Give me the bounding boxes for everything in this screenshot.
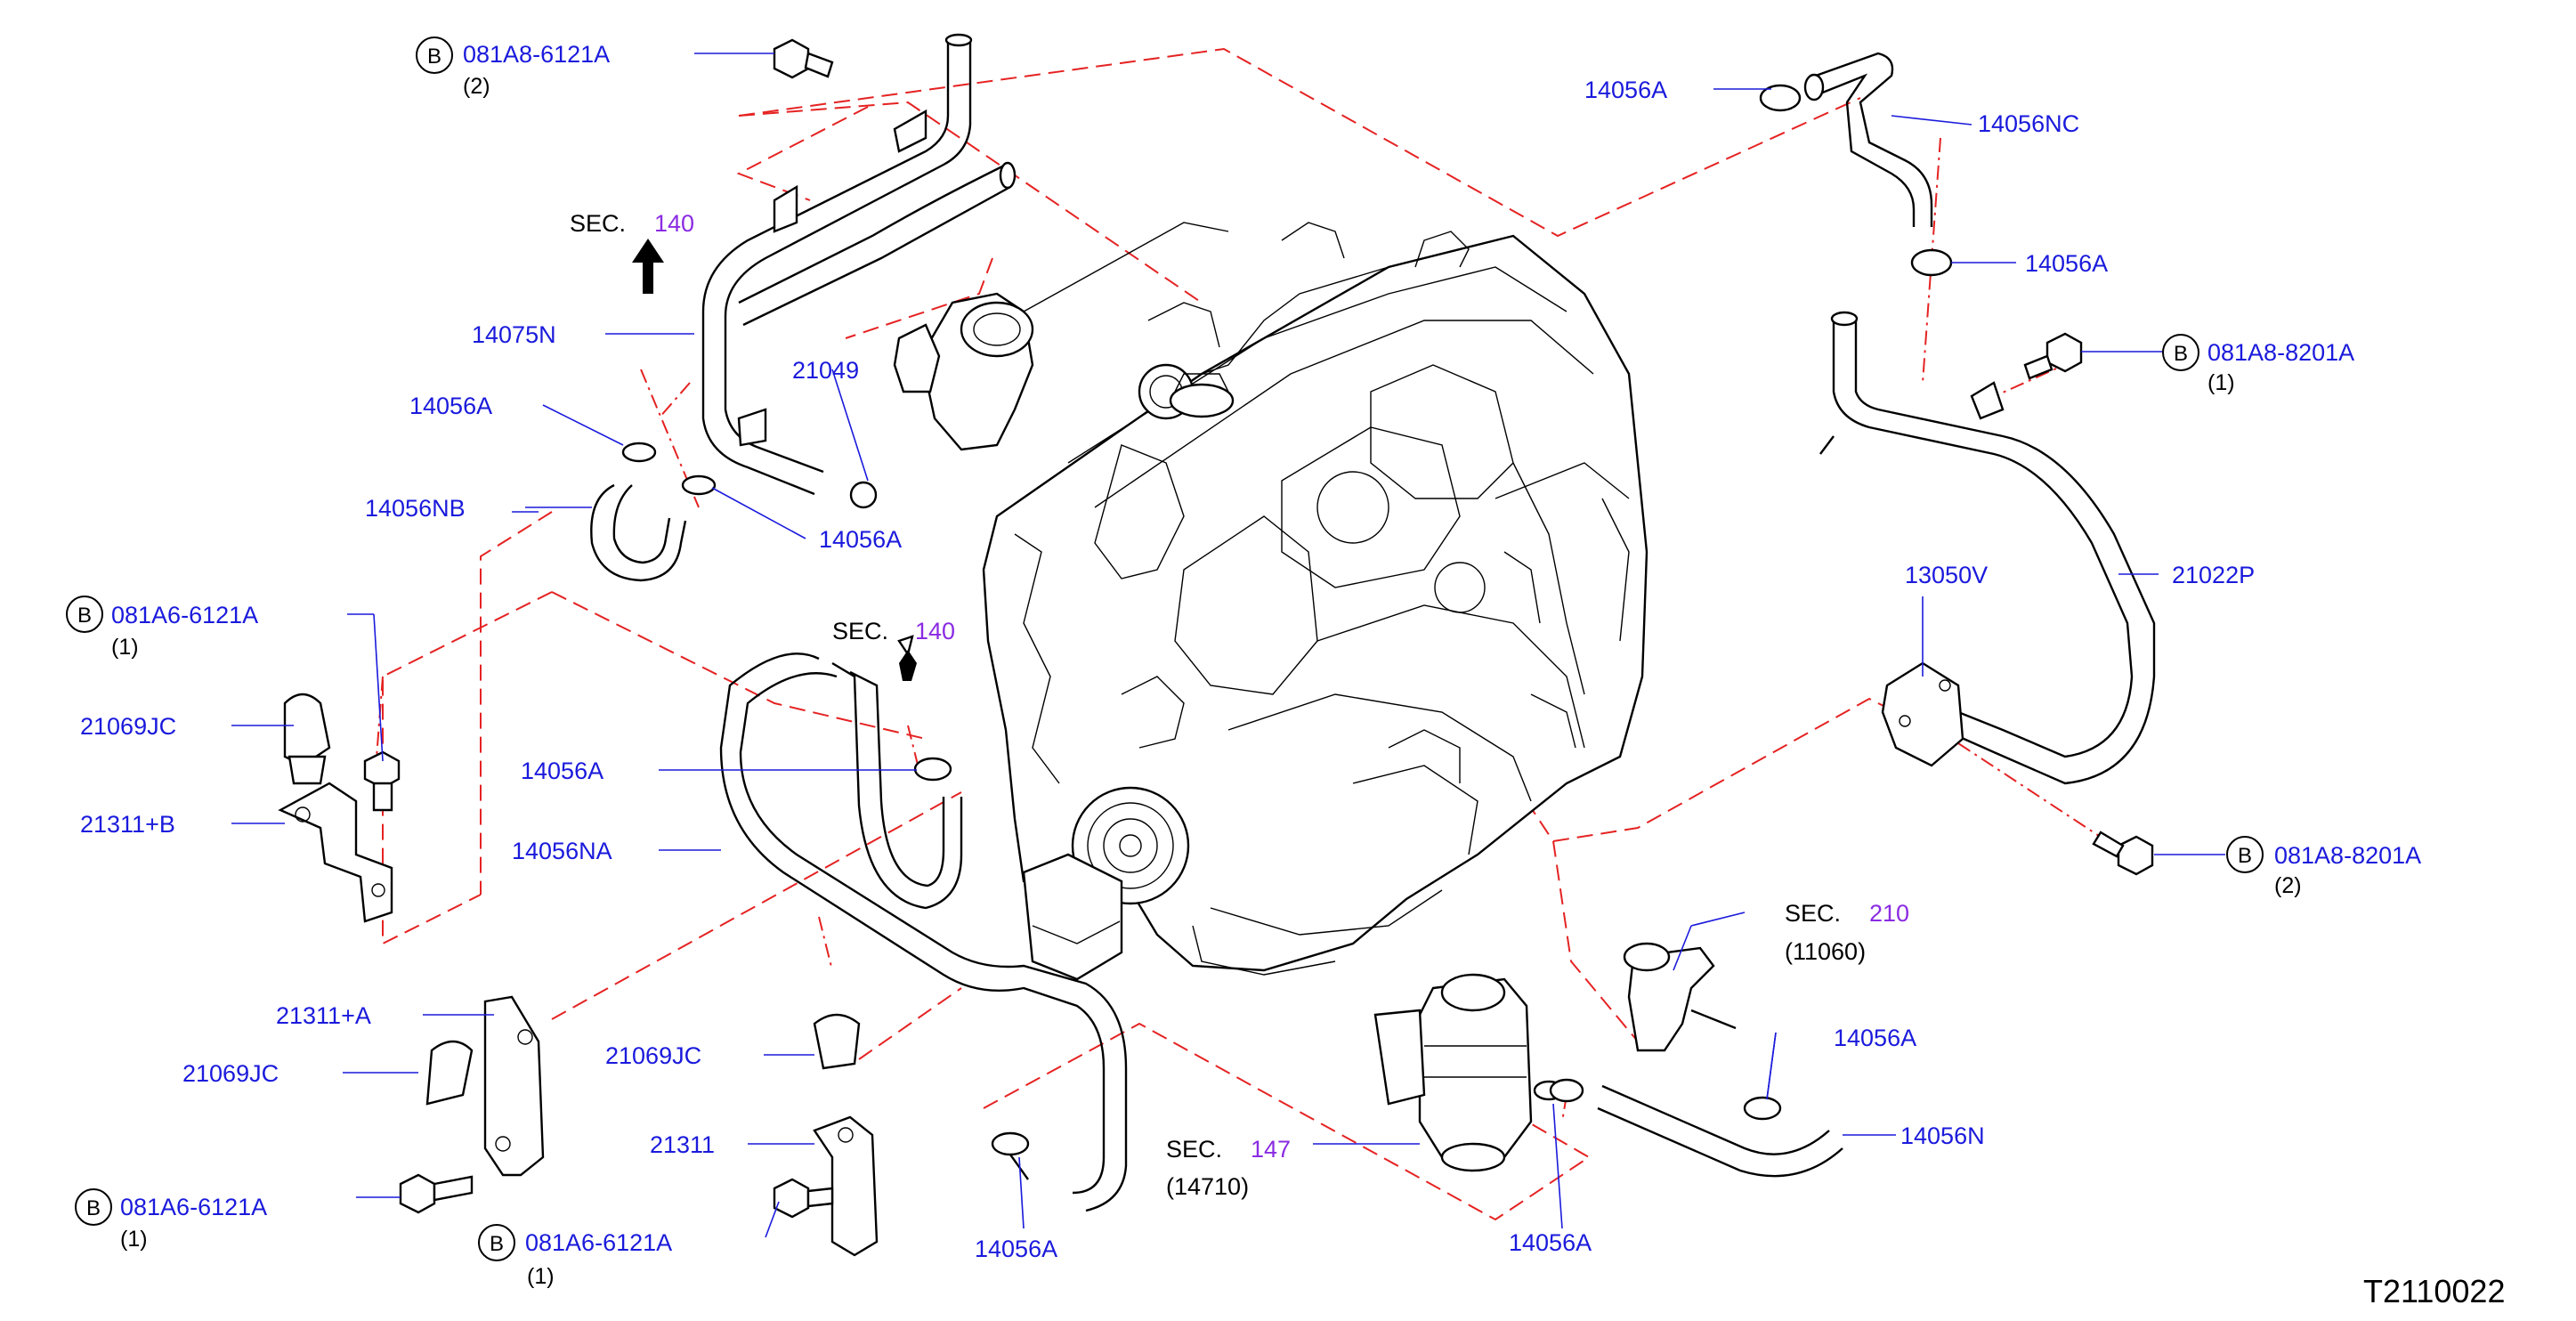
water-pipe-14075N	[701, 33, 1017, 496]
section-subcode: (11060)	[1785, 938, 1866, 965]
part-label: 14056A	[1834, 1025, 1916, 1051]
section-prefix: SEC.	[832, 618, 888, 644]
section-references: SEC. 140 SEC. 140 SEC. 210 (11060) SEC. …	[570, 210, 1909, 1200]
part-label: 21022P	[2172, 562, 2255, 588]
bolt-marker-letter: B	[427, 45, 441, 69]
part-label: 081A8-8201A	[2274, 842, 2421, 869]
part-label: 081A6-6121A	[525, 1229, 672, 1256]
part-label: 13050V	[1905, 562, 1988, 588]
part-label: 21069JC	[80, 713, 176, 740]
bolt	[773, 1178, 834, 1219]
bolt-marker-letter: B	[2174, 342, 2188, 366]
relation-line	[907, 725, 922, 780]
part-label: 21311+A	[276, 1002, 371, 1029]
bolt	[399, 1173, 474, 1214]
section-prefix: SEC.	[1166, 1136, 1222, 1163]
quantity-label: (2)	[2274, 873, 2302, 898]
part-label: 14056NC	[1978, 110, 2079, 137]
bolt-marker-icon	[66, 596, 103, 633]
bolt-marker-icon	[478, 1224, 515, 1261]
part-label: 14056N	[1900, 1122, 1985, 1149]
quantity-label: (2)	[463, 74, 490, 99]
bolt-marker-letter: B	[77, 604, 92, 628]
relation-line	[551, 591, 927, 740]
callouts: B 081A8-6121A (2) 14056A 14056NC 14056A …	[66, 36, 2421, 1289]
part-label: 21049	[792, 357, 859, 384]
relation-line	[818, 916, 833, 971]
bolt-marker-icon	[75, 1188, 112, 1226]
relation-line	[480, 511, 553, 895]
quantity-label: (1)	[2207, 370, 2235, 395]
up-arrow-icon	[632, 239, 664, 294]
hose-14056NB	[590, 442, 878, 582]
bolt	[363, 750, 401, 812]
part-label: 14056A	[1584, 77, 1667, 103]
part-label: 21069JC	[182, 1060, 279, 1087]
relation-line	[658, 382, 691, 419]
relation-line	[736, 106, 869, 201]
hose-14056NA	[719, 635, 1128, 1212]
bolt	[2023, 332, 2083, 380]
quantity-label: (1)	[527, 1264, 555, 1289]
leader-lines	[231, 53, 2225, 1238]
bolt	[2092, 831, 2154, 876]
part-label: 081A6-6121A	[111, 602, 258, 628]
part-label: 14056A	[975, 1236, 1057, 1262]
part-label: 21069JC	[605, 1042, 701, 1069]
relation-line	[1984, 360, 2075, 401]
section-number: 210	[1869, 900, 1909, 927]
section-prefix: SEC.	[570, 210, 626, 237]
bolt-marker-letter: B	[490, 1232, 504, 1256]
quantity-label: (1)	[111, 635, 139, 660]
part-label: 14056A	[409, 393, 492, 419]
bolt-marker-icon	[2226, 836, 2264, 873]
quantity-label: (1)	[120, 1227, 148, 1252]
relation-line	[845, 257, 993, 339]
section-number: 140	[654, 210, 694, 237]
engine-block	[893, 222, 1648, 981]
bracket-21311-A	[483, 995, 545, 1177]
bolt-marker-letter: B	[86, 1196, 101, 1220]
part-label: 14056A	[1509, 1229, 1592, 1256]
part-label: 14056NB	[365, 495, 466, 522]
bracket-21311	[813, 1115, 879, 1257]
part-label: 081A6-6121A	[120, 1194, 267, 1220]
water-outlet-sec210	[1623, 942, 1737, 1052]
part-label: 081A8-8201A	[2207, 339, 2354, 366]
bolt-marker-icon	[2162, 334, 2199, 371]
part-label: 21311	[650, 1131, 715, 1158]
bolt-marker-icon	[416, 36, 453, 74]
section-prefix: SEC.	[1785, 900, 1841, 927]
section-subcode: (14710)	[1166, 1173, 1249, 1200]
relation-line	[738, 101, 1203, 304]
part-label: 14056A	[819, 526, 902, 553]
part-label: 14075N	[472, 321, 556, 348]
bracket-21311-B	[278, 782, 393, 923]
diagram-code: T2110022	[2363, 1273, 2505, 1309]
hose-clamp	[991, 1131, 1030, 1180]
up-arrow-icon	[899, 650, 917, 681]
part-label: 21311+B	[80, 811, 175, 838]
water-pipe-21022P	[1819, 311, 2156, 785]
section-number: 140	[915, 618, 955, 644]
part-label: 14056A	[2025, 250, 2108, 277]
relation-line	[640, 369, 700, 508]
valve-sec147	[1373, 973, 1565, 1172]
clip-21069JC	[813, 1013, 861, 1070]
relation-line	[858, 987, 962, 1060]
section-number: 147	[1251, 1136, 1291, 1163]
clip-21069JC	[283, 693, 331, 785]
hose-14056N	[1549, 1078, 1843, 1178]
part-label: 14056NA	[512, 838, 612, 864]
bolt	[773, 38, 834, 79]
relation-line	[738, 47, 1861, 238]
relation-line	[551, 791, 962, 1020]
part-label: 081A8-6121A	[463, 41, 610, 68]
bolt-marker-letter: B	[2238, 844, 2252, 868]
part-label: 14056A	[521, 758, 603, 784]
hose-14056NC	[1759, 52, 1953, 277]
clip-21069JC	[425, 1040, 474, 1106]
